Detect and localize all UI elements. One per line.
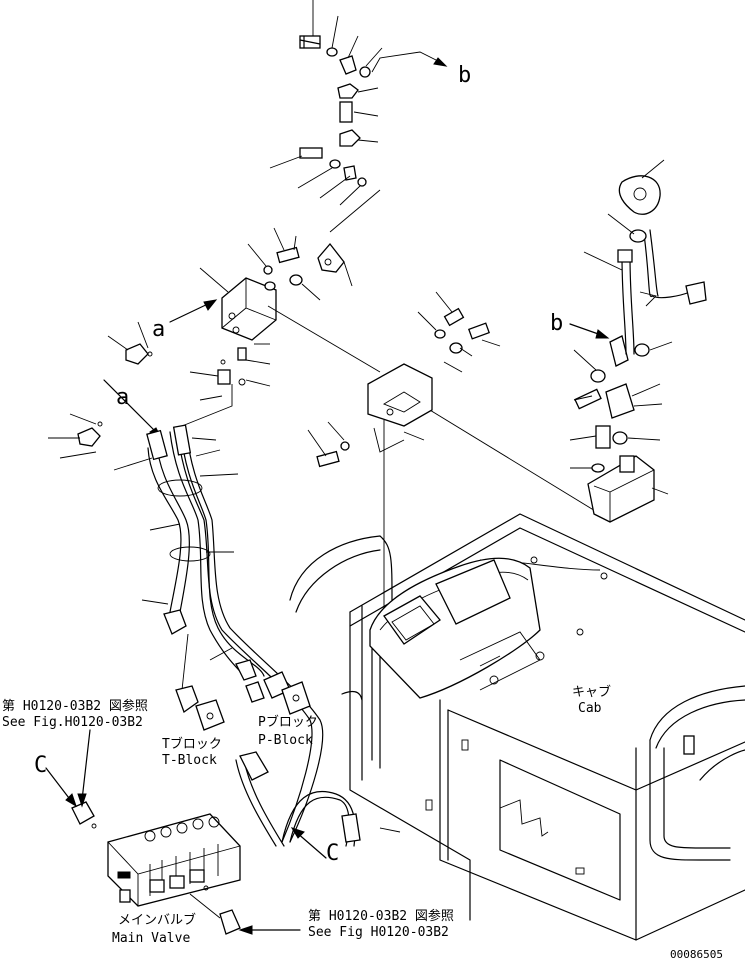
bracket-part xyxy=(367,363,433,427)
t-block-label-jp: Tブロック xyxy=(162,736,222,752)
middle-bracket xyxy=(307,291,501,468)
clevis-bracket: a xyxy=(152,189,381,342)
see-fig-bottom-en: See Fig H0120-03B2 xyxy=(308,925,449,940)
letter-b-top: b xyxy=(458,63,471,88)
label-group: 第 H0120-03B2 図参照 See Fig.H0120-03B2 Tブロッ… xyxy=(2,684,723,961)
lever-knob-part xyxy=(618,175,661,215)
p-block-label-en: P-Block xyxy=(258,733,313,748)
bolt-part-2 xyxy=(299,147,323,159)
p-block-label-jp: Pブロック xyxy=(258,714,318,730)
lever-assembly: b xyxy=(550,159,707,523)
see-fig-bottom-jp: 第 H0120-03B2 図参照 xyxy=(308,908,454,924)
letter-c-left: C xyxy=(34,753,47,778)
nut-part xyxy=(337,83,359,99)
cab-frame xyxy=(289,513,745,941)
letter-a-upper: a xyxy=(152,317,165,342)
eye-fitting-part xyxy=(339,55,357,75)
drawing-number: 00086505 xyxy=(670,948,723,960)
main-valve-part xyxy=(107,813,241,907)
spacer-part xyxy=(339,101,353,123)
top-fastener-stack: b xyxy=(269,0,471,206)
clevis-part xyxy=(317,242,345,273)
t-block-label-en: T-Block xyxy=(162,753,217,768)
letter-c-bottom: C xyxy=(326,841,339,866)
see-fig-top-jp: 第 H0120-03B2 図参照 xyxy=(2,698,148,714)
cab-label-en: Cab xyxy=(578,701,602,716)
p-block-part xyxy=(281,681,311,715)
letter-a-lower: a xyxy=(116,385,129,410)
letter-b-right: b xyxy=(550,311,563,336)
nut-part-2 xyxy=(339,129,361,147)
t-block-part xyxy=(195,699,225,731)
small-washer-part xyxy=(359,66,371,78)
fitting-cluster: a xyxy=(48,321,271,459)
see-fig-top-en: See Fig.H0120-03B2 xyxy=(2,715,143,730)
washer-part xyxy=(326,47,338,57)
main-valve-label-jp: メインバルブ xyxy=(118,912,196,928)
cab-label-jp: キャブ xyxy=(572,684,611,700)
main-valve-group xyxy=(45,729,327,935)
hose-bundle xyxy=(113,424,401,847)
main-valve-label-en: Main Valve xyxy=(112,931,190,946)
lever-base-part xyxy=(587,455,655,523)
